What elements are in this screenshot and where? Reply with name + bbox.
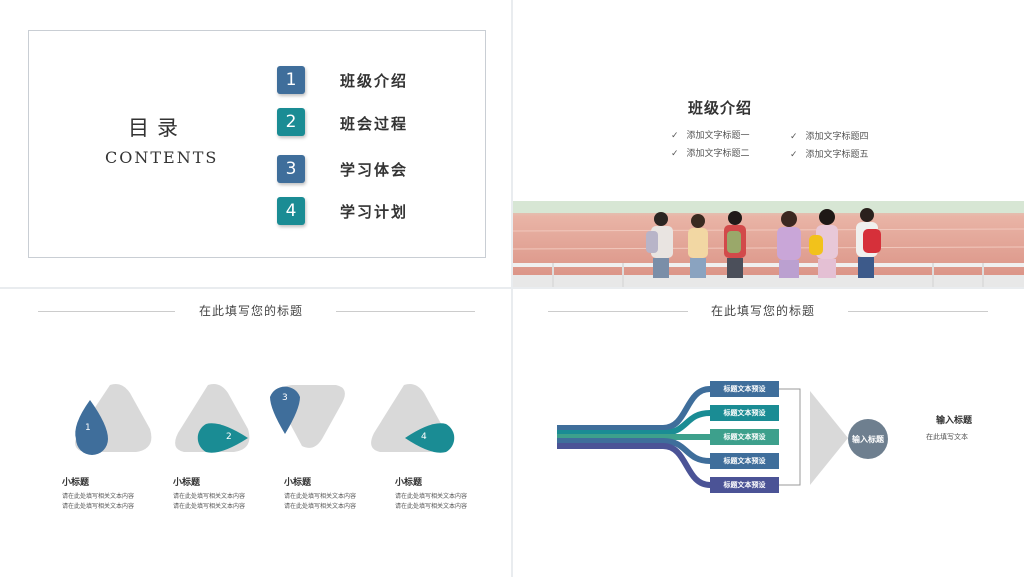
title-divider-right	[848, 311, 988, 312]
toc-item-label[interactable]: 学习计划	[340, 203, 409, 221]
flow-ribbons	[557, 386, 848, 488]
card-text: 请在此处填写相关文本内容	[173, 493, 246, 500]
card-text: 请在此处填写相关文本内容	[395, 493, 468, 500]
card-number: 3	[282, 393, 288, 403]
toc-item-label[interactable]: 班级介绍	[340, 72, 409, 90]
check-icon: ✓	[790, 150, 798, 160]
card-number: 2	[226, 432, 232, 442]
title-divider-right	[336, 311, 475, 312]
card-title: 小标题	[284, 478, 312, 488]
check-icon: ✓	[671, 131, 679, 141]
contents-frame	[28, 30, 486, 258]
slide-class-intro[interactable]: 班级介绍 ✓添加文字标题一 ✓添加文字标题二 ✓添加文字标题四 ✓添加文字标题五	[513, 0, 1024, 287]
card-text: 请在此处填写相关文本内容	[284, 503, 357, 510]
card-text: 请在此处填写相关文本内容	[395, 503, 468, 510]
flow-box[interactable]: 标题文本预设	[710, 477, 779, 493]
toc-item-label[interactable]: 学习体会	[340, 161, 409, 179]
teardrop-graphics	[75, 384, 455, 455]
toc-number-badge: 3	[277, 155, 305, 183]
check-item: ✓添加文字标题二	[671, 149, 750, 159]
check-item: ✓添加文字标题四	[790, 132, 869, 142]
flow-box[interactable]: 标题文本预设	[710, 381, 779, 397]
card-text: 请在此处填写相关文本内容	[62, 493, 135, 500]
toc-number-badge: 1	[277, 66, 305, 94]
section-title: 在此填写您的标题	[199, 304, 304, 318]
toc-number-badge: 4	[277, 197, 305, 225]
flow-box[interactable]: 标题文本预设	[710, 405, 779, 421]
card-text: 请在此处填写相关文本内容	[284, 493, 357, 500]
title-divider-left	[548, 311, 688, 312]
slide-flow[interactable]: 在此填写您的标题 标题文本预设 标题文本预设 标题文本预设 标题文本预设 标题文…	[513, 289, 1024, 577]
flow-box[interactable]: 标题文本预设	[710, 453, 779, 469]
section-title: 在此填写您的标题	[711, 304, 816, 318]
slide-contents[interactable]: 目录 CONTENTS 1 班级介绍 2 班会过程 3 学习体会 4 学习计划	[0, 0, 511, 287]
card-title: 小标题	[62, 478, 90, 488]
card-text: 请在此处填写相关文本内容	[173, 503, 246, 510]
card-number: 4	[421, 432, 427, 442]
toc-item-label[interactable]: 班会过程	[340, 115, 409, 133]
card-title: 小标题	[173, 478, 201, 488]
toc-subtitle: CONTENTS	[105, 148, 219, 167]
class-intro-title: 班级介绍	[688, 99, 753, 117]
check-item: ✓添加文字标题五	[790, 150, 869, 160]
side-title: 输入标题	[936, 416, 973, 426]
toc-title: 目录	[128, 116, 186, 140]
slide-four-cards[interactable]: 在此填写您的标题 1 2 3 4 小标题 请在此处填写相关文本内容 请在此处填写…	[0, 289, 511, 577]
students-photo	[513, 201, 1024, 287]
card-number: 1	[85, 423, 91, 433]
card-title: 小标题	[395, 478, 423, 488]
card-text: 请在此处填写相关文本内容	[62, 503, 135, 510]
summary-circle: 输入标题	[848, 419, 888, 459]
title-divider-left	[38, 311, 175, 312]
toc-number-badge: 2	[277, 108, 305, 136]
check-icon: ✓	[790, 132, 798, 142]
check-icon: ✓	[671, 149, 679, 159]
side-text: 在此填写文本	[926, 433, 968, 441]
check-item: ✓添加文字标题一	[671, 131, 750, 141]
flow-box[interactable]: 标题文本预设	[710, 429, 779, 445]
